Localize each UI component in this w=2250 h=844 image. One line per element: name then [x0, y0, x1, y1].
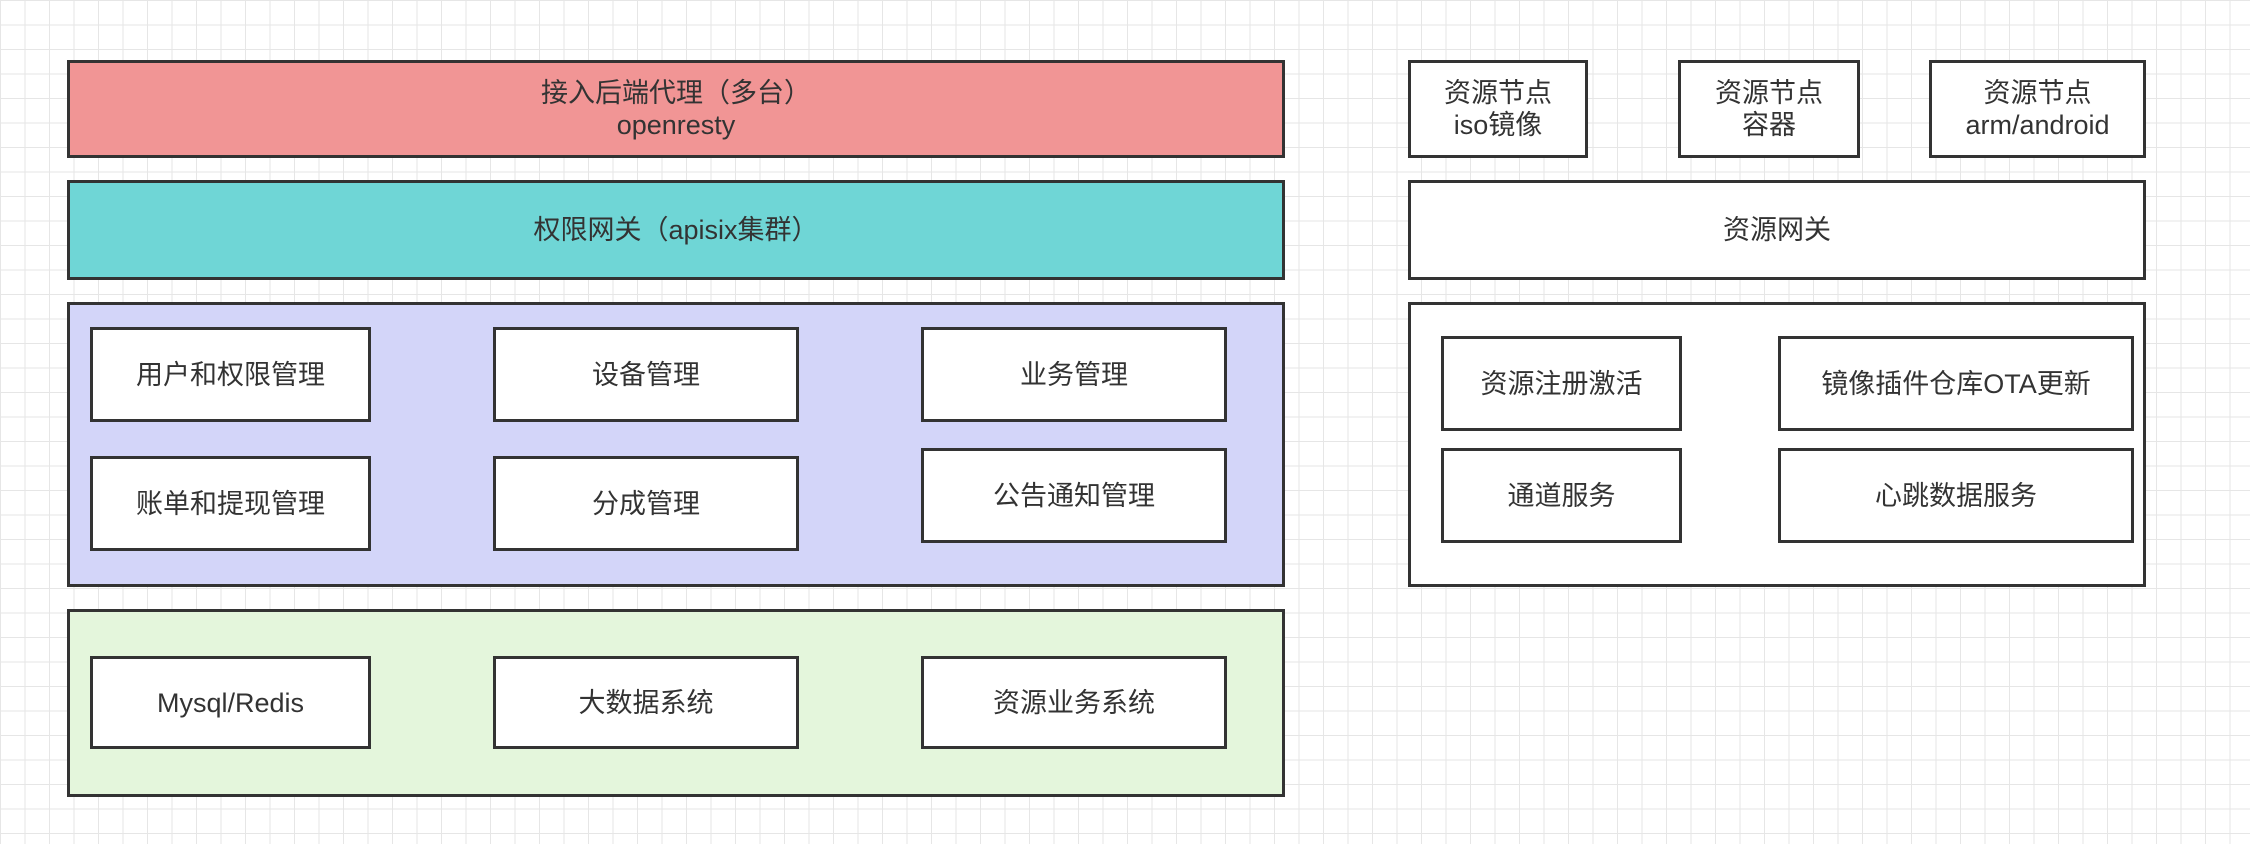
revenue-share-management-label: 分成管理 — [592, 488, 700, 519]
channel-service-label: 通道服务 — [1507, 480, 1616, 511]
channel-service-box: 通道服务 — [1441, 448, 1682, 543]
resource-business-system-label: 资源业务系统 — [993, 687, 1155, 718]
resource-node-arm-box: 资源节点 arm/android — [1929, 60, 2146, 158]
proxy-layer: 接入后端代理（多台） openresty — [67, 60, 1285, 158]
business-management-label: 业务管理 — [1020, 359, 1128, 390]
image-plugin-ota-label: 镜像插件仓库OTA更新 — [1821, 368, 2091, 399]
user-permission-management-box: 用户和权限管理 — [90, 327, 371, 422]
resource-gateway-layer: 资源网关 — [1408, 180, 2146, 280]
revenue-share-management-box: 分成管理 — [493, 456, 799, 551]
mysql-redis-label: Mysql/Redis — [156, 687, 305, 718]
big-data-system-box: 大数据系统 — [493, 656, 799, 749]
auth-gateway-layer: 权限网关（apisix集群） — [67, 180, 1285, 280]
heartbeat-data-service-box: 心跳数据服务 — [1778, 448, 2134, 543]
billing-withdraw-management-label: 账单和提现管理 — [136, 488, 325, 519]
resource-node-iso-subtitle: iso镜像 — [1453, 110, 1543, 140]
big-data-system-label: 大数据系统 — [578, 687, 714, 718]
resource-node-container-title: 资源节点 — [1715, 78, 1823, 108]
user-permission-management-label: 用户和权限管理 — [136, 359, 325, 390]
proxy-subtitle: openresty — [616, 110, 736, 140]
announcement-management-label: 公告通知管理 — [993, 480, 1155, 511]
resource-node-arm-subtitle: arm/android — [1965, 110, 2110, 140]
resource-node-iso-title: 资源节点 — [1444, 78, 1552, 108]
resource-register-activate-box: 资源注册激活 — [1441, 336, 1682, 431]
resource-business-system-box: 资源业务系统 — [921, 656, 1227, 749]
heartbeat-data-service-label: 心跳数据服务 — [1875, 480, 2037, 511]
resource-node-iso-box: 资源节点 iso镜像 — [1408, 60, 1588, 158]
resource-gateway-label: 资源网关 — [1723, 215, 1831, 245]
billing-withdraw-management-box: 账单和提现管理 — [90, 456, 371, 551]
device-management-label: 设备管理 — [592, 359, 700, 390]
device-management-box: 设备管理 — [493, 327, 799, 422]
announcement-management-box: 公告通知管理 — [921, 448, 1227, 543]
resource-node-container-box: 资源节点 容器 — [1678, 60, 1860, 158]
business-management-box: 业务管理 — [921, 327, 1227, 422]
mysql-redis-box: Mysql/Redis — [90, 656, 371, 749]
auth-gateway-label: 权限网关（apisix集群） — [533, 215, 819, 245]
proxy-title: 接入后端代理（多台） — [541, 78, 811, 108]
image-plugin-ota-box: 镜像插件仓库OTA更新 — [1778, 336, 2134, 431]
resource-node-arm-title: 资源节点 — [1983, 78, 2092, 108]
resource-node-container-subtitle: 容器 — [1742, 110, 1796, 140]
resource-register-activate-label: 资源注册激活 — [1480, 368, 1643, 399]
